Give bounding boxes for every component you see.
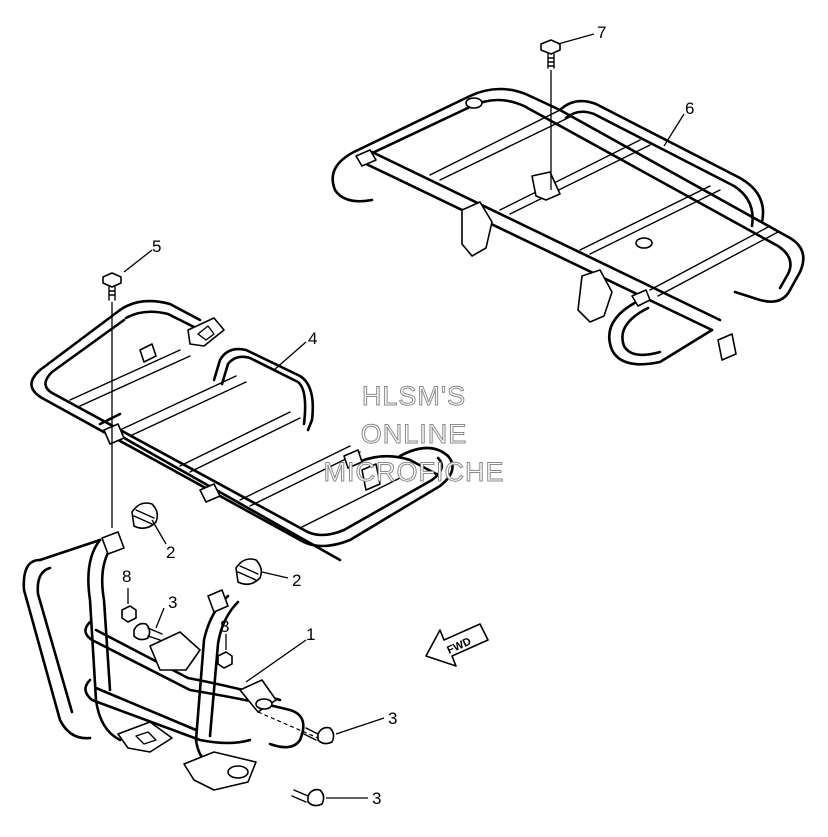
grommet-2-right [235,558,289,586]
bolt-7 [540,39,561,190]
leader-7 [557,33,595,45]
callout-1: 1 [306,625,315,644]
fwd-arrow: FWD [425,623,489,667]
bolt-3-middle [303,717,385,745]
callout-8-left: 8 [122,567,131,586]
callout-7: 7 [597,23,606,42]
callout-3-middle: 3 [388,709,397,728]
leader-1 [245,639,307,683]
watermark: HLSM'S ONLINE MICROFICHE [323,381,505,488]
leader-6 [663,113,685,147]
callout-6: 6 [685,99,694,118]
callout-8-right: 8 [220,617,229,636]
callout-5: 5 [152,237,161,256]
callout-labels: 7 6 5 4 2 2 8 3 8 1 3 3 [122,23,694,808]
watermark-line3: MICROFICHE [324,457,505,487]
bolt-3-upper [133,607,165,641]
watermark-line1: HLSM'S [362,381,466,411]
bolt-5 [102,272,122,528]
leader-4 [273,341,307,371]
bolt-3-lower [291,788,368,807]
watermark-line2: ONLINE [361,419,468,449]
front-carrier [30,299,454,562]
leader-5 [123,249,153,273]
grommet-2-left [131,502,167,545]
nut-8-right [217,634,233,669]
callout-4: 4 [308,329,317,348]
nut-8-left [121,588,137,623]
rear-carrier [331,87,805,366]
callout-3-upper: 3 [168,593,177,612]
callout-3-lower: 3 [372,789,381,808]
callout-2-left: 2 [166,543,175,562]
callout-2-right: 2 [292,571,301,590]
front-guard [22,531,319,791]
